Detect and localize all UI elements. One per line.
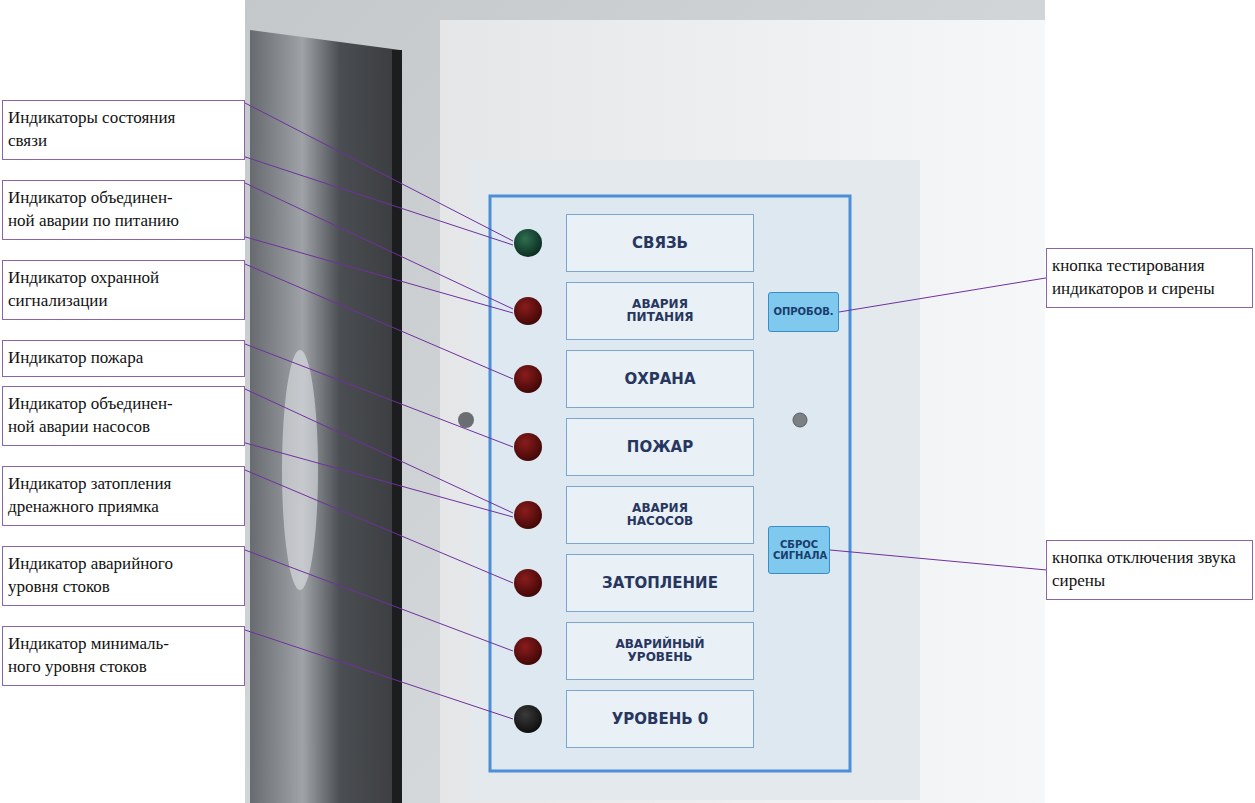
leader-line	[245, 344, 513, 447]
indicator-text: ОХРАНА	[624, 371, 695, 388]
callout-text: Индикатор аварийного уровня стоков	[8, 553, 193, 599]
callout-box: Индикатор пожара	[2, 340, 245, 377]
indicator-label: УРОВЕНЬ 0	[566, 690, 754, 748]
indicator-text: ПОЖАР	[627, 439, 693, 456]
callout-box: Индикатор охранной сигнализации	[2, 260, 245, 320]
indicator-text: АВАРИЙНЫЙ УРОВЕНЬ	[605, 638, 715, 663]
open-door	[250, 30, 400, 803]
indicator-text: УРОВЕНЬ 0	[612, 711, 709, 728]
led	[514, 569, 542, 597]
led	[514, 433, 542, 461]
leader-connector	[839, 278, 1046, 312]
leader-line	[245, 157, 513, 245]
indicator-label: АВАРИЙНЫЙ УРОВЕНЬ	[566, 622, 754, 680]
panel-face	[470, 160, 920, 800]
indicator-text: ЗАТОПЛЕНИЕ	[602, 575, 718, 592]
led	[514, 705, 542, 733]
callout-text: Индикаторы состояния связи	[8, 107, 193, 153]
door-edge	[392, 50, 402, 803]
callout-box: Индикатор объединен- ной аварии по питан…	[2, 180, 245, 240]
callout-text: Индикатор охранной сигнализации	[8, 267, 193, 313]
leader-line	[245, 470, 513, 583]
callout-text: Индикатор объединен- ной аварии насосов	[8, 393, 193, 439]
callout-box: кнопка отключения звука сирены	[1046, 540, 1253, 600]
photo-ground	[245, 0, 1045, 803]
indicator-label: ПОЖАР	[566, 418, 754, 476]
led	[514, 297, 542, 325]
hinge	[458, 412, 474, 428]
blue-frame	[490, 196, 850, 771]
indicator-label: ОХРАНА	[566, 350, 754, 408]
callout-text: Индикатор затопления дренажного приямка	[8, 473, 193, 519]
indicator-label: АВАРИЯ НАСОСОВ	[566, 486, 754, 544]
button-text: ОПРОБОВ.	[773, 306, 833, 318]
leader-connector	[830, 550, 1046, 570]
leader-line	[245, 103, 513, 241]
panel-button: ОПРОБОВ.	[768, 292, 839, 332]
callout-box: Индикатор минималь- ного уровня стоков	[2, 626, 245, 686]
indicator-label: СВЯЗЬ	[566, 214, 754, 272]
leader-line	[245, 264, 513, 379]
button-text: СБРОС СИГНАЛА	[773, 539, 825, 562]
indicator-text: АВАРИЯ НАСОСОВ	[605, 502, 715, 527]
led	[514, 501, 542, 529]
callout-text: Индикатор минималь- ного уровня стоков	[8, 633, 193, 679]
indicator-label: ЗАТОПЛЕНИЕ	[566, 554, 754, 612]
callout-box: кнопка тестирования индикаторов и сирены	[1046, 248, 1253, 308]
callout-text: Индикатор объединен- ной аварии по питан…	[8, 187, 193, 233]
panel-button: СБРОС СИГНАЛА	[768, 526, 830, 574]
mount-hole	[793, 413, 807, 427]
housing	[440, 20, 1045, 803]
callout-text: Индикатор пожара	[8, 347, 193, 370]
indicator-label: АВАРИЯ ПИТАНИЯ	[566, 282, 754, 340]
callout-box: Индикатор аварийного уровня стоков	[2, 546, 245, 606]
glare	[282, 350, 318, 590]
leader-line	[245, 443, 513, 517]
led	[514, 365, 542, 393]
callout-box: Индикаторы состояния связи	[2, 100, 245, 160]
led	[514, 229, 542, 257]
leader-line	[245, 183, 513, 309]
leader-line	[245, 389, 513, 513]
leader-line	[245, 630, 513, 719]
leader-line	[245, 550, 513, 651]
indicator-text: СВЯЗЬ	[632, 235, 688, 252]
indicator-text: АВАРИЯ ПИТАНИЯ	[605, 298, 715, 323]
leader-line	[245, 237, 513, 313]
callout-text: кнопка тестирования индикаторов и сирены	[1052, 255, 1237, 301]
callout-box: Индикатор затопления дренажного приямка	[2, 466, 245, 526]
callout-text: кнопка отключения звука сирены	[1052, 547, 1237, 593]
callout-box: Индикатор объединен- ной аварии насосов	[2, 386, 245, 446]
led	[514, 637, 542, 665]
